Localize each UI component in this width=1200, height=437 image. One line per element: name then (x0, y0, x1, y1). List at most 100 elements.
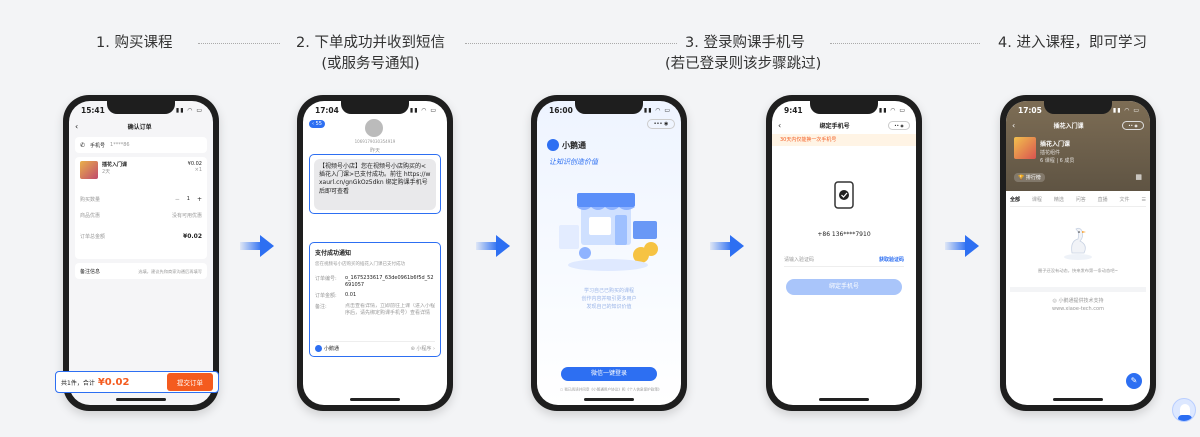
qty-value: 1 (186, 195, 190, 202)
menu-icon[interactable]: ☰ (1141, 196, 1146, 203)
payment-notice-card[interactable]: 支付成功通知 您在视频号小店购买的插花入门课已支付成功 订单编号: o_1675… (309, 242, 441, 357)
course-sub: 2天 (102, 169, 111, 175)
code-input-row: 请输入验证码 获取验证码 (784, 253, 904, 267)
arrow-right-icon (476, 235, 510, 257)
total-value: ¥0.02 (183, 232, 202, 240)
signal-icon: ▮▮ ◠ ▭ (643, 106, 671, 114)
step-4-title: 4. 进入课程，即可学习 (998, 33, 1147, 54)
phone-value: 1****86 (110, 142, 130, 148)
back-count: 55 (315, 121, 322, 127)
tab-featured[interactable]: 精选 (1053, 197, 1064, 203)
home-indicator (350, 398, 400, 401)
phone-value: +86 136****7910 (817, 231, 871, 238)
arrow-right-icon (240, 235, 274, 257)
signal-icon: ▮▮ ◠ ▭ (1112, 106, 1140, 114)
back-icon[interactable]: ‹ (75, 121, 79, 131)
remark-field[interactable]: 备注信息 选填，建议先和商家沟通后再填写 (75, 263, 207, 279)
course-meta: 6 课程 | 6 成员 (1040, 158, 1075, 164)
step-2-subtext: (或服务号通知) (321, 56, 420, 72)
tab-qa[interactable]: 问答 (1075, 197, 1086, 203)
status-bar: 16:00 ▮▮ ◠ ▭ (549, 104, 671, 116)
capsule-menu[interactable]: •• ◉ (1122, 120, 1144, 130)
status-time: 15:41 (81, 105, 105, 115)
home-indicator (1053, 398, 1103, 401)
bind-phone-button[interactable]: 绑定手机号 (786, 279, 902, 295)
rank-label: 排行榜 (1025, 175, 1041, 181)
signal-icon: ▮▮ ◠ ▭ (409, 106, 437, 114)
get-code-button[interactable]: 获取验证码 (878, 257, 904, 263)
home-indicator (116, 398, 166, 401)
phone-notch (1044, 101, 1112, 114)
support-url: www.xiaoe-tech.com (1052, 306, 1104, 312)
remark-label: 备注信息 (80, 268, 101, 275)
plus-button[interactable]: + (196, 195, 202, 203)
remark-value: 点击查看详情，立即前往上课（进入小程序后，请先绑定购课手机号）查看详情 (345, 303, 435, 316)
order-no-label: 订单编号: (315, 276, 337, 282)
mini-program-link[interactable]: ⊛ 小程序 › (410, 346, 435, 352)
agreement-row[interactable]: ○ 我已阅读并同意《小鹅通用户协议》和《个人信息保护政策》 (560, 387, 662, 393)
minus-button[interactable]: − (174, 195, 180, 203)
tab-all[interactable]: 全部 (1010, 197, 1021, 203)
wechat-login-button[interactable]: 微信一键登录 (561, 367, 657, 381)
shop-illustration (559, 193, 658, 271)
empty-goose-icon (1064, 227, 1092, 260)
arrow-right-icon (945, 235, 979, 257)
brand-logo-icon (547, 139, 559, 151)
status-bar: 9:41▮▮ ◠ ▭ (784, 104, 906, 116)
desc-line: 发现自己的知识价值 (586, 304, 632, 310)
discount-label: 商品优惠 (80, 212, 101, 219)
back-icon[interactable]: ‹ (778, 120, 782, 130)
remark-placeholder: 选填，建议先和商家沟通后再填写 (138, 268, 202, 274)
mascot-icon (1172, 398, 1196, 422)
total-label: 订单总金额 (80, 233, 106, 240)
edit-fab-button[interactable]: ✎ (1126, 373, 1142, 389)
notice-footer: 小鹅通 ⊛ 小程序 › (315, 341, 435, 352)
capsule-menu[interactable]: ••• ◉ (647, 119, 675, 129)
step-2-text: 2. 下单成功并收到短信 (296, 35, 445, 51)
step-3-subtext: (若已登录则该步骤跳过) (665, 56, 822, 72)
quantity-stepper[interactable]: − 1 + (175, 196, 202, 203)
discount-value: 没有可用优惠 (171, 212, 202, 219)
remark-label: 备注: (315, 304, 327, 310)
status-bar: 17:04 ▮▮ ◠ ▭ (315, 104, 437, 116)
course-item: 插花入门课 2天 ¥0.02 ×1 (80, 161, 202, 183)
order-card: 插花入门课 2天 ¥0.02 ×1 购买数量 − 1 + (75, 157, 207, 259)
tab-live[interactable]: 直播 (1097, 197, 1108, 203)
course-name: 插花入门课 (102, 162, 128, 168)
step-4-text: 4. 进入课程，即可学习 (998, 35, 1147, 51)
qr-icon[interactable]: ▦ (1135, 173, 1142, 181)
signal-icon: ▮▮ ◠ ▭ (878, 106, 906, 114)
quantity-row: 购买数量 − 1 + (80, 191, 202, 207)
sms-date: 昨天 (369, 148, 380, 154)
tab-courses[interactable]: 课程 (1031, 197, 1042, 203)
total-row: 订单总金额 ¥0.02 (80, 227, 202, 245)
amount-value: 0.01 (345, 292, 357, 298)
status-time: 17:04 (315, 105, 339, 115)
sms-text: 【视频号小店】您在视频号小店购买的<插花入门课>已支付成功。前往 https:/… (314, 159, 436, 210)
footer-price: ¥0.02 (97, 376, 130, 388)
avatar (365, 119, 383, 137)
course-title: 插花入门课 (1040, 141, 1071, 148)
course-cover (1014, 137, 1036, 159)
tab-files[interactable]: 文件 (1119, 197, 1130, 203)
phone-order-confirm: 15:41▮▮ ◠ ▭ ‹ 确认订单 ✆ 手机号 1****86 插花入门课 2… (63, 95, 219, 411)
step-2-title: 2. 下单成功并收到短信 (或服务号通知) (296, 33, 445, 75)
brand-logo-icon (315, 345, 322, 352)
code-input[interactable]: 请输入验证码 (784, 257, 815, 263)
rank-button[interactable]: 🏆 排行榜 (1014, 173, 1045, 182)
back-icon[interactable]: ‹ (1012, 120, 1016, 130)
phone-notch (575, 101, 643, 114)
status-time: 16:00 (549, 105, 573, 115)
page-title: 绑定手机号 (819, 122, 850, 130)
phone-field[interactable]: ✆ 手机号 1****86 (75, 137, 207, 153)
submit-order-button[interactable]: 提交订单 (167, 373, 213, 391)
back-button[interactable]: ‹ 55 (309, 120, 325, 128)
page-title: 确认订单 (127, 123, 152, 131)
step-3-text: 3. 登录购课手机号 (685, 35, 805, 51)
sms-bubble: 【视频号小店】您在视频号小店购买的<插花入门课>已支付成功。前往 https:/… (309, 154, 441, 214)
capsule-menu[interactable]: •• ◉ (888, 120, 910, 130)
discount-row[interactable]: 商品优惠 没有可用优惠 (80, 207, 202, 223)
course-price: ¥0.02 (187, 161, 202, 167)
order-no-value: o_1675233617_63de0961b6f5d_52691057 (345, 275, 434, 288)
